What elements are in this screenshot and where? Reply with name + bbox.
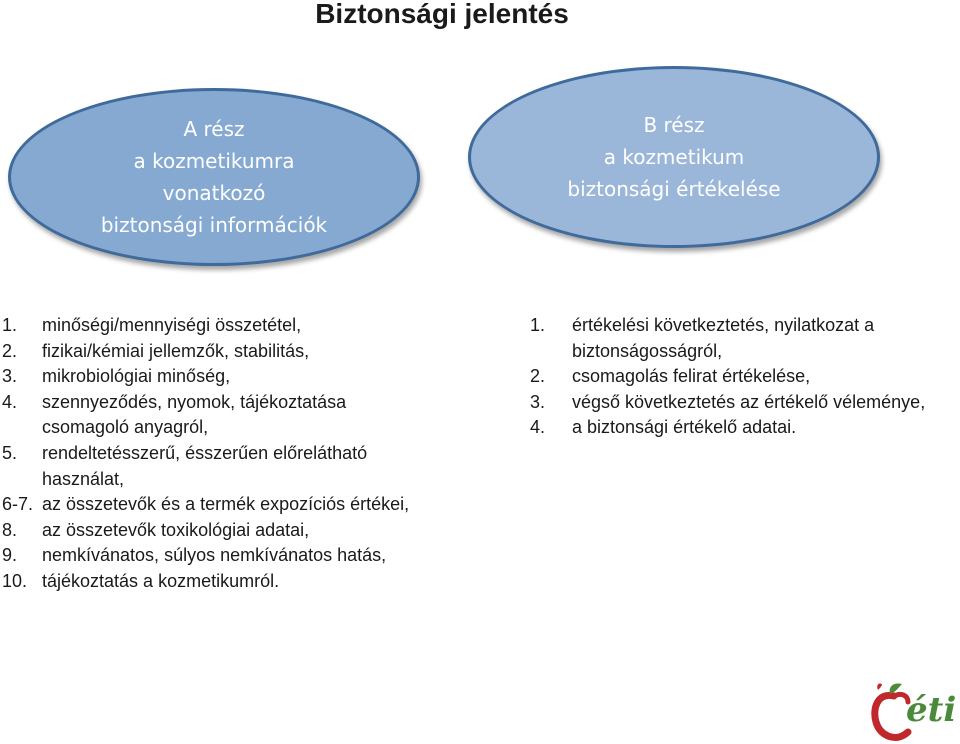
list-item: 4. a biztonsági értékelő adatai.: [530, 415, 950, 441]
item-number: 1.: [530, 315, 546, 335]
list-item: 2. csomagolás felirat értékelése,: [530, 364, 950, 390]
part-b-line: a kozmetikum: [603, 145, 745, 169]
item-text: mikrobiológiai minőség,: [42, 366, 231, 387]
item-text: értékelési következtetés, nyilatkozat a …: [572, 315, 875, 361]
item-number: 10.: [2, 570, 28, 591]
list-item: 3. végső következtetés az értékelő vélemé…: [530, 390, 950, 416]
part-b-line: B rész: [643, 113, 705, 137]
part-a-list: 1. minőségi/mennyiségi összetétel, 2. fizi…: [2, 313, 422, 595]
item-text: az összetevők és a termék expozíciós ért…: [42, 494, 410, 515]
part-b-line: biztonsági értékelése: [567, 177, 781, 201]
part-b-ellipse: B rész a kozmetikum biztonsági értékelés…: [468, 66, 880, 248]
list-item: 5. rendeltetésszerű, ésszerűen előrelátha…: [2, 441, 422, 492]
item-number: 4.: [2, 391, 18, 412]
part-a-line: A rész: [183, 117, 245, 141]
list-item: 4. szennyeződés, nyomok, tájékoztatása cs…: [2, 390, 422, 441]
item-number: 5.: [2, 442, 18, 463]
item-number: 4.: [530, 417, 546, 438]
item-text: szennyeződés, nyomok, tájékoztatása csom…: [42, 391, 347, 438]
item-number: 2.: [2, 340, 18, 361]
part-a-line: a kozmetikumra: [133, 149, 295, 173]
item-text: végső következtetés az értékelő vélemény…: [572, 391, 926, 412]
list-item: 6-7. az összetevők és a termék expozíciós…: [2, 492, 422, 518]
item-number: 3.: [2, 366, 18, 387]
list-item: 8. az összetevők toxikológiai adatai,: [2, 518, 422, 544]
item-text: csomagolás felirat értékelése,: [572, 366, 811, 387]
list-item: 1. minőségi/mennyiségi összetétel,: [2, 313, 422, 339]
item-text: tájékoztatás a kozmetikumról.: [42, 570, 280, 591]
item-text: az összetevők toxikológiai adatai,: [42, 519, 310, 540]
item-text: fizikai/kémiai jellemzők, stabilitás,: [42, 340, 310, 361]
item-number: 1.: [2, 315, 18, 335]
part-a-ellipse: A rész a kozmetikumra vonatkozó biztonsá…: [8, 88, 420, 266]
item-number: 8.: [2, 519, 18, 540]
part-a-line: vonatkozó: [162, 181, 266, 205]
part-a-line: biztonsági információk: [100, 213, 328, 237]
item-text: a biztonsági értékelő adatai.: [572, 417, 797, 438]
list-item: 3. mikrobiológiai minőség,: [2, 364, 422, 390]
item-number: 9.: [2, 545, 18, 566]
list-item: 9. nemkívánatos, súlyos nemkívánatos hatá…: [2, 543, 422, 569]
list-item: 10. tájékoztatás a kozmetikumról.: [2, 569, 422, 595]
part-b-list: 1. értékelési következtetés, nyilatkozat …: [530, 313, 950, 441]
page-title: Biztonsági jelentés: [315, 0, 569, 29]
item-number: 2.: [530, 366, 546, 387]
oeti-apple-logo-icon: [871, 683, 912, 741]
logo-text: éti: [906, 690, 957, 730]
item-text: minőségi/mennyiségi összetétel,: [42, 315, 302, 335]
item-number: 6-7.: [2, 494, 34, 515]
list-item: 2. fizikai/kémiai jellemzők, stabilitás,: [2, 339, 422, 365]
item-number: 3.: [530, 391, 546, 412]
item-text: rendeltetésszerű, ésszerűen előrelátható…: [42, 442, 368, 489]
item-text: nemkívánatos, súlyos nemkívánatos hatás,: [42, 545, 387, 566]
list-item: 1. értékelési következtetés, nyilatkozat …: [530, 313, 950, 364]
